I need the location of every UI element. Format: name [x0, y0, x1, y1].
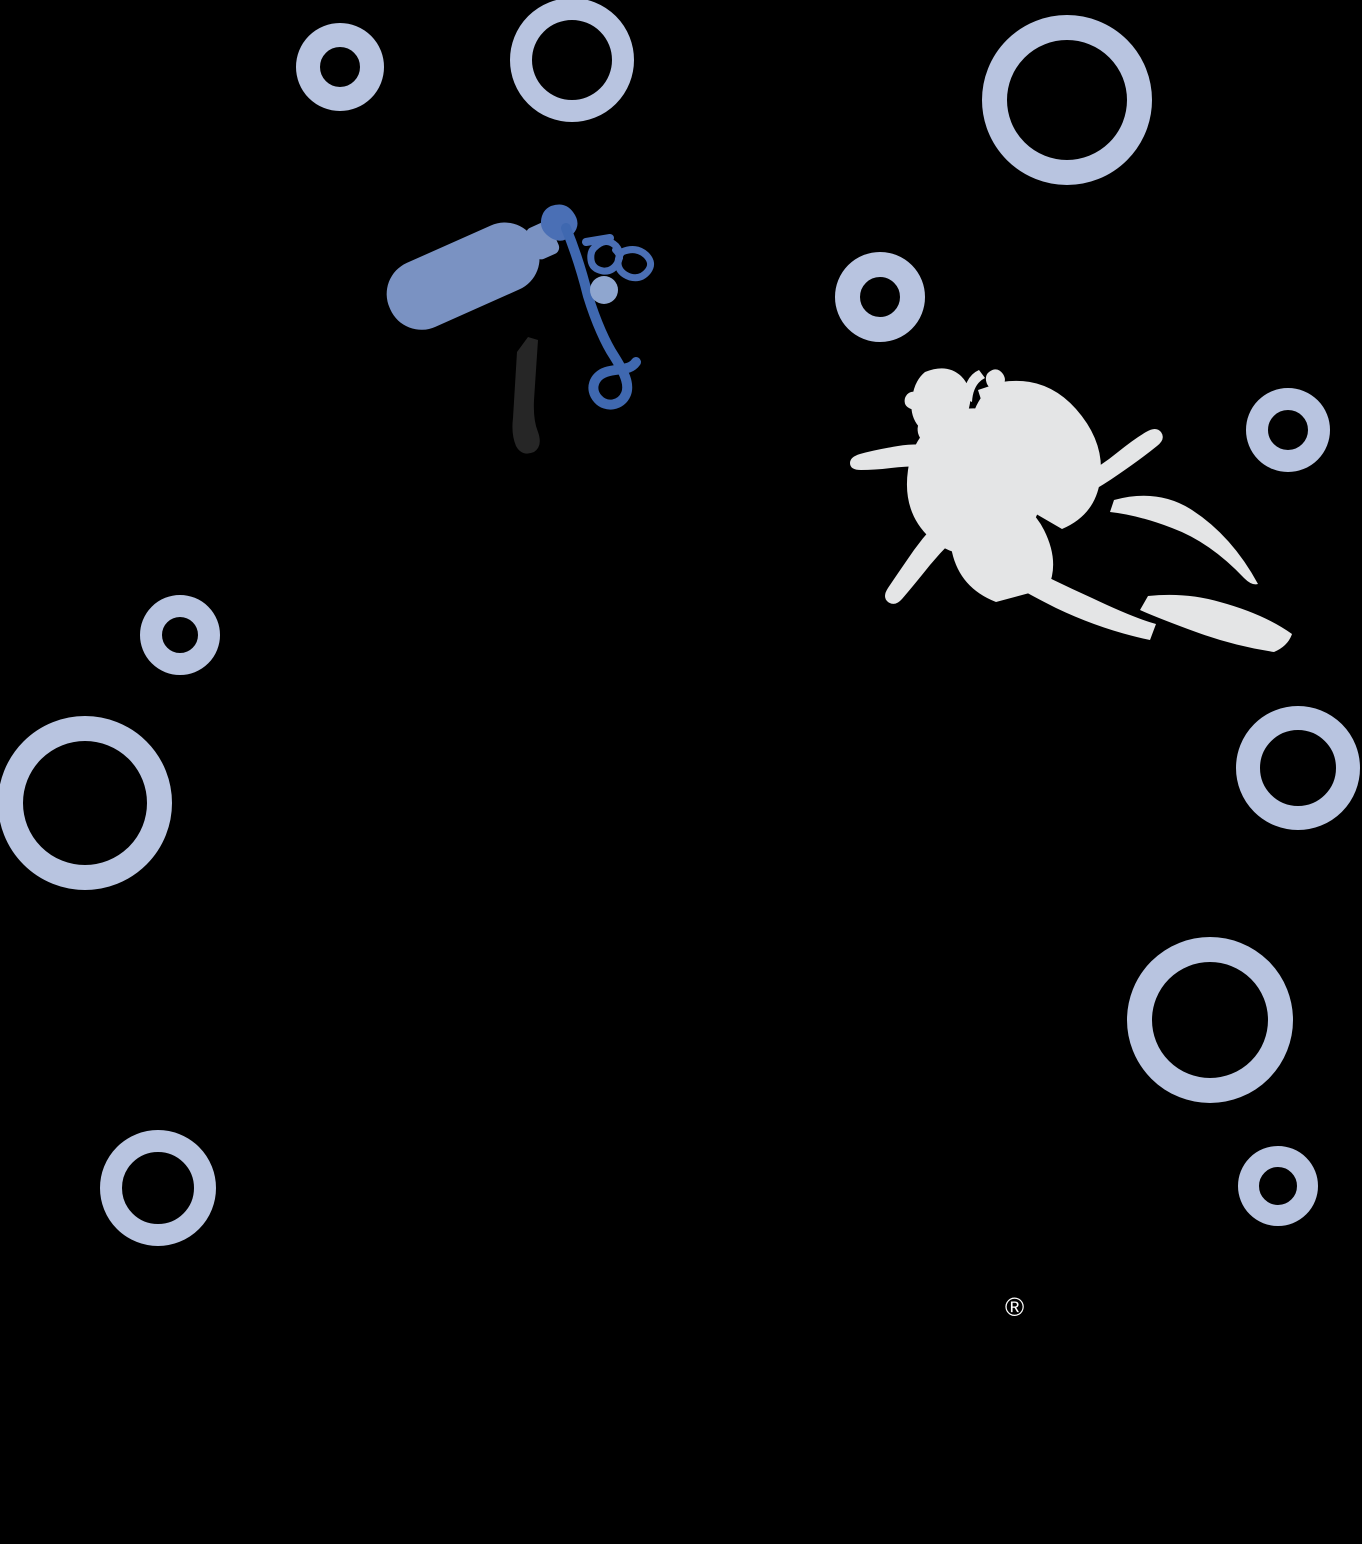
- scuba-diver-silhouette: [850, 368, 1292, 652]
- bubble-10: [100, 1130, 216, 1246]
- diver-tank-pipe: [963, 370, 985, 402]
- diver-fin-lower: [1140, 594, 1292, 652]
- registered-trademark-symbol: ®: [1005, 1292, 1025, 1322]
- diver-arm-left: [850, 444, 963, 470]
- bubble-8: [1236, 706, 1360, 830]
- mask-right-lens: [614, 246, 655, 282]
- bubble-11: [1238, 1146, 1318, 1226]
- diver-fin-upper: [1110, 495, 1258, 585]
- bubble-1: [296, 23, 384, 111]
- bubble-6: [140, 595, 220, 675]
- bubble-5: [1246, 388, 1330, 472]
- diver-shoulder-strap: [944, 427, 993, 472]
- diver-leg-lower: [994, 556, 1156, 640]
- regulator-mouthpiece: [590, 276, 618, 304]
- diver-mask: [904, 391, 924, 410]
- mask-left-lens: [587, 238, 624, 275]
- bubble-2: [510, 0, 634, 122]
- mask-nose-bridge: [612, 247, 623, 261]
- bubble-3: [982, 15, 1152, 185]
- bubble-4: [835, 252, 925, 342]
- bubble-group: [0, 0, 1360, 1246]
- dark-fin-shape: [512, 337, 540, 454]
- diver-leg-upper: [1036, 429, 1163, 512]
- tank-body: [386, 222, 540, 330]
- bubble-9: [1127, 937, 1293, 1103]
- bubble-7: [0, 716, 172, 890]
- regulator-hose: [561, 223, 641, 410]
- diver-leg-lower-left: [885, 500, 972, 604]
- scuba-tank-with-mask-and-regulator: [386, 204, 655, 454]
